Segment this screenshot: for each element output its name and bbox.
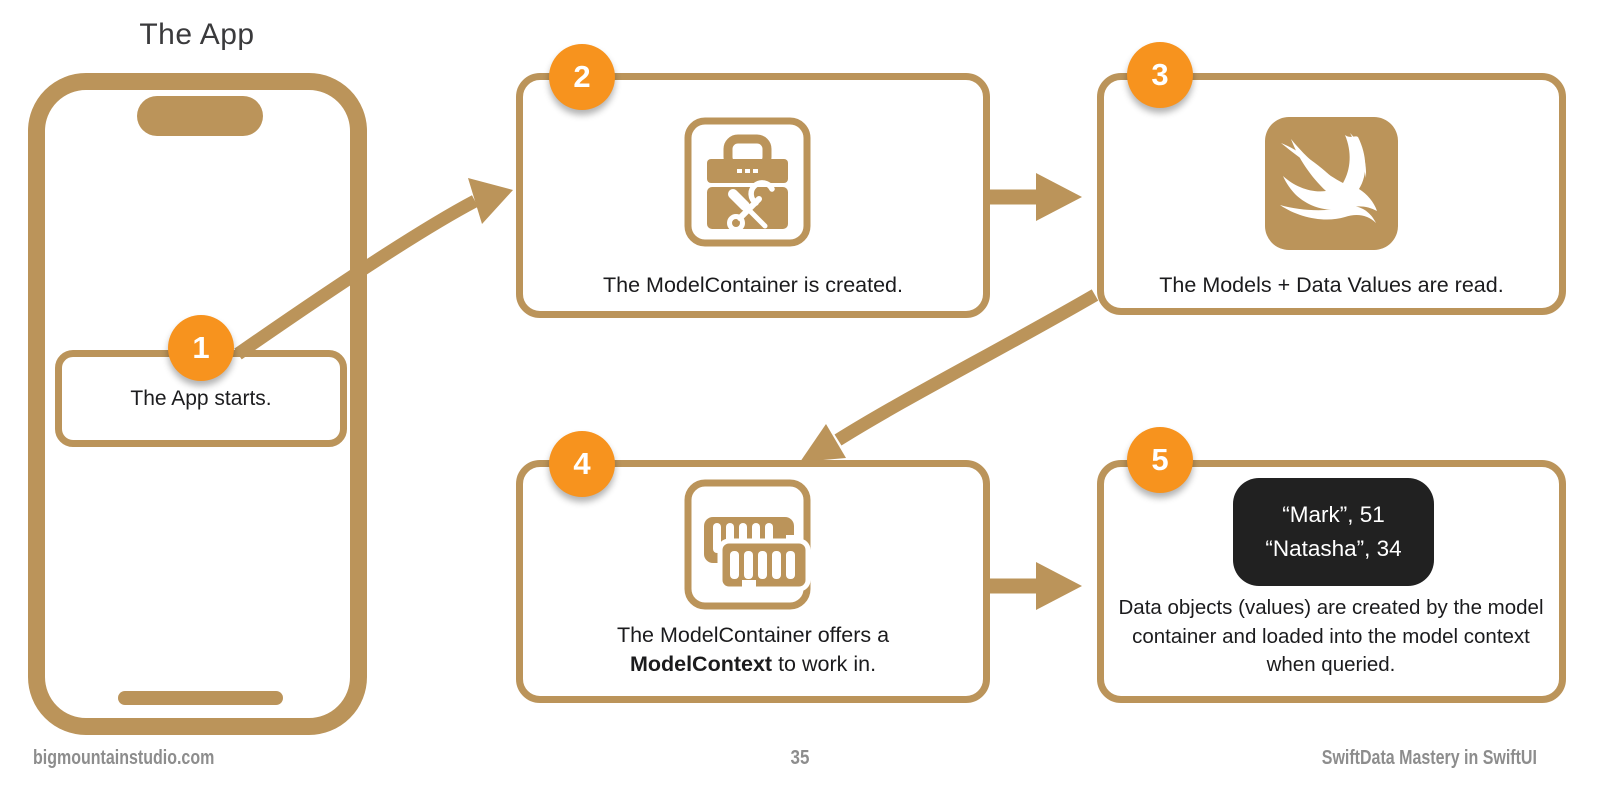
step4-text: The ModelContainer offers a ModelContext… bbox=[516, 621, 990, 679]
footer-website: bigmountainstudio.com bbox=[33, 747, 215, 769]
step1-text: The App starts. bbox=[130, 386, 272, 410]
arrow-step3-to-step4 bbox=[800, 289, 1099, 462]
step4-badge: 4 bbox=[549, 431, 615, 497]
toolbox-icon bbox=[684, 117, 811, 247]
footer-book-title: SwiftData Mastery in SwiftUI bbox=[1321, 747, 1537, 769]
step4-text-line2: ModelContext to work in. bbox=[516, 650, 990, 679]
step4-text-bold: ModelContext bbox=[629, 652, 773, 676]
step4-number: 4 bbox=[573, 446, 591, 481]
step5-badge: 5 bbox=[1127, 427, 1193, 493]
step5-number: 5 bbox=[1151, 442, 1169, 477]
memory-icon bbox=[684, 479, 811, 610]
step3-text: The Models + Data Values are read. bbox=[1159, 273, 1504, 297]
step5-code-snippet: “Mark”, 51 “Natasha”, 34 bbox=[1233, 478, 1434, 586]
step2-box bbox=[516, 73, 990, 318]
phone-notch-icon bbox=[137, 96, 263, 136]
page-title: The App bbox=[139, 18, 255, 51]
arrow-step4-to-step5 bbox=[990, 562, 1082, 610]
footer-page-number: 35 bbox=[790, 747, 810, 769]
step2-text: The ModelContainer is created. bbox=[603, 273, 903, 297]
step3-number: 3 bbox=[1151, 57, 1169, 92]
step4-text-line1: The ModelContainer offers a bbox=[616, 623, 890, 647]
step2-number: 2 bbox=[573, 59, 591, 94]
swift-icon bbox=[1265, 117, 1398, 250]
arrow-step2-to-step3 bbox=[990, 173, 1082, 221]
step2-badge: 2 bbox=[549, 44, 615, 110]
step3-badge: 3 bbox=[1127, 42, 1193, 108]
step1-badge: 1 bbox=[168, 315, 234, 381]
step1-number: 1 bbox=[192, 330, 210, 365]
code-line-2: “Natasha”, 34 bbox=[1265, 536, 1402, 561]
phone-home-indicator bbox=[118, 691, 283, 705]
step5-text: Data objects (values) are created by the… bbox=[1118, 596, 1544, 676]
code-line-1: “Mark”, 51 bbox=[1282, 502, 1385, 527]
step4-text-rest: to work in. bbox=[772, 652, 877, 676]
